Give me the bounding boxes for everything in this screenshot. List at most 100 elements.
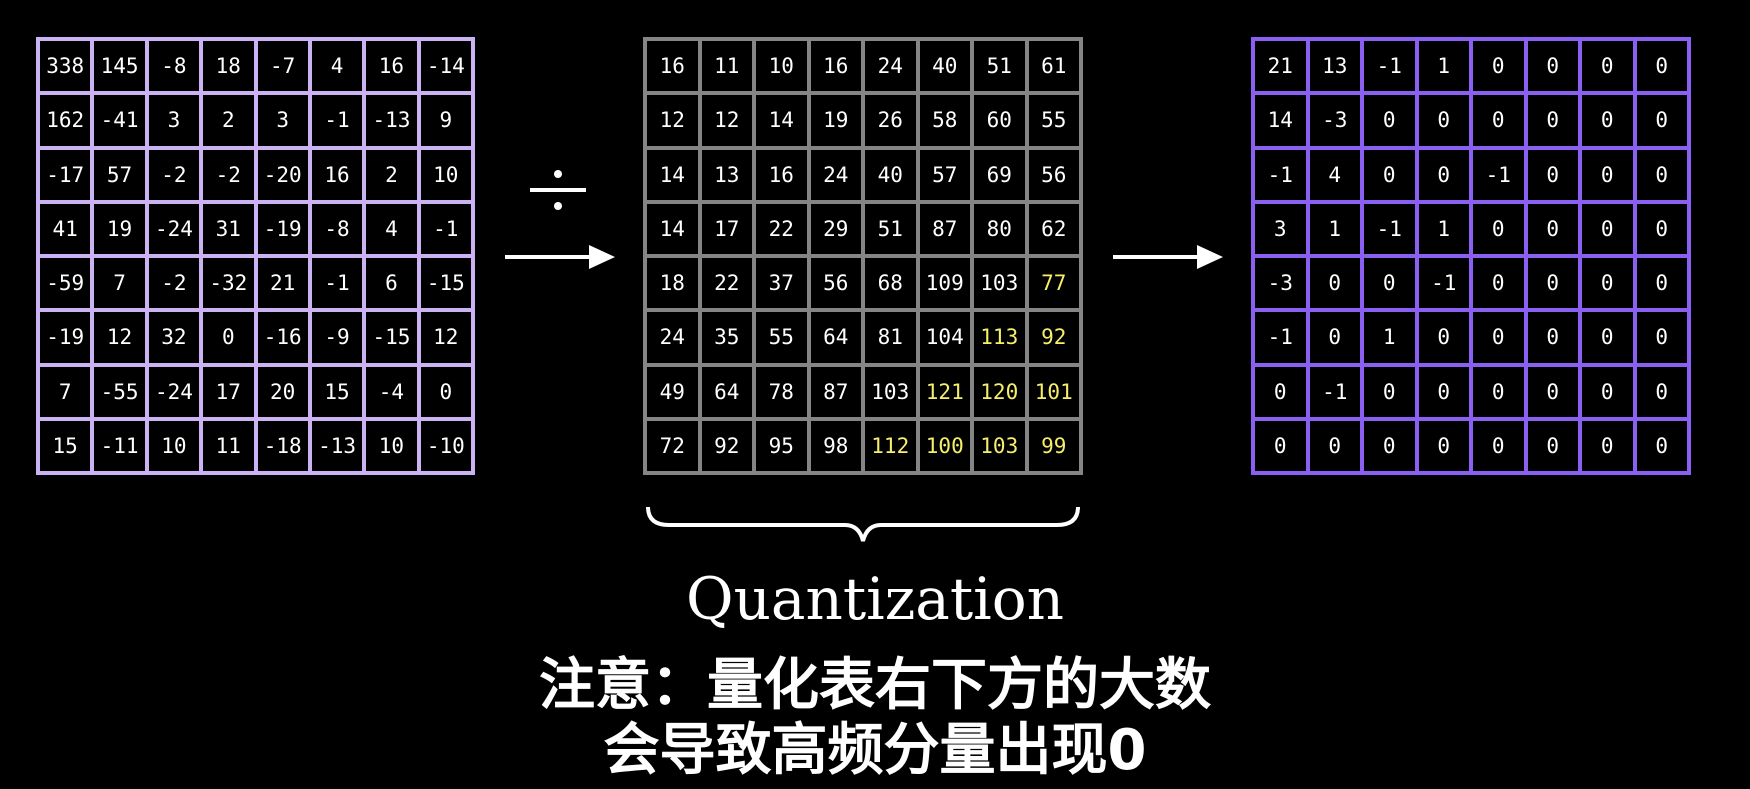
matrix-cell: 58 xyxy=(919,95,970,146)
matrix-cell: 112 xyxy=(865,420,916,471)
matrix-cell: -1 xyxy=(1364,203,1415,254)
matrix-cell: 120 xyxy=(974,366,1025,417)
matrix-cell: 0 xyxy=(420,366,471,417)
matrix-cell: 0 xyxy=(1582,420,1633,471)
matrix-cell: 51 xyxy=(865,203,916,254)
matrix-cell: 0 xyxy=(1636,366,1687,417)
matrix-cell: 0 xyxy=(1418,95,1469,146)
matrix-cell: 56 xyxy=(810,258,861,309)
matrix-cell: 35 xyxy=(701,312,752,363)
matrix-cell: 0 xyxy=(1582,258,1633,309)
matrix-cell: -24 xyxy=(148,203,200,254)
matrix-cell: 51 xyxy=(974,41,1025,92)
matrix-cell: 100 xyxy=(919,420,970,471)
matrix-cell: 17 xyxy=(701,203,752,254)
matrix-cell: 26 xyxy=(865,95,916,146)
matrix-cell: 0 xyxy=(1364,420,1415,471)
matrix-cell: 11 xyxy=(701,41,752,92)
matrix-cell: 0 xyxy=(1527,203,1578,254)
matrix-cell: 103 xyxy=(974,420,1025,471)
matrix-cell: 0 xyxy=(1527,41,1578,92)
matrix-cell: 0 xyxy=(1582,95,1633,146)
matrix-cell: 101 xyxy=(1028,366,1079,417)
matrix-cell: 12 xyxy=(420,312,471,363)
matrix-cell: 57 xyxy=(919,149,970,200)
matrix-cell: 10 xyxy=(148,420,200,471)
matrix-cell: 1 xyxy=(1309,203,1360,254)
matrix-cell: 0 xyxy=(1636,41,1687,92)
matrix-cell: 29 xyxy=(810,203,861,254)
matrix-cell: 0 xyxy=(1473,95,1524,146)
matrix-cell: -1 xyxy=(1255,149,1306,200)
matrix-cell: 14 xyxy=(756,95,807,146)
matrix-cell: 1 xyxy=(1364,312,1415,363)
matrix-cell: -13 xyxy=(366,95,417,146)
matrix-cell: 77 xyxy=(1028,258,1079,309)
matrix-cell: 32 xyxy=(148,312,200,363)
matrix-cell: 16 xyxy=(647,41,698,92)
matrix-cell: 40 xyxy=(919,41,970,92)
matrix-cell: 0 xyxy=(1636,312,1687,363)
matrix-cell: 0 xyxy=(1418,366,1469,417)
matrix-cell: 4 xyxy=(366,203,417,254)
matrix-cell: 13 xyxy=(701,149,752,200)
matrix-cell: -41 xyxy=(94,95,145,146)
matrix-cell: 0 xyxy=(1309,420,1360,471)
matrix-cell: 104 xyxy=(919,312,970,363)
matrix-cell: -3 xyxy=(1309,95,1360,146)
matrix-cell: 3 xyxy=(257,95,308,146)
matrix-cell: 62 xyxy=(1028,203,1079,254)
matrix-cell: 22 xyxy=(701,258,752,309)
divide-icon xyxy=(530,170,586,210)
matrix-cell: -55 xyxy=(94,366,145,417)
matrix-cell: 0 xyxy=(1309,312,1360,363)
matrix-cell: 64 xyxy=(701,366,752,417)
matrix-cell: 0 xyxy=(1636,149,1687,200)
matrix-cell: 95 xyxy=(756,420,807,471)
matrix-cell: -2 xyxy=(203,149,254,200)
subtitle-line-2: 会导致高频分量出现0 xyxy=(603,718,1147,783)
matrix-cell: 41 xyxy=(40,203,91,254)
matrix-cell: 0 xyxy=(1527,149,1578,200)
arrow-right-icon xyxy=(1113,245,1223,269)
matrix-cell: 40 xyxy=(865,149,916,200)
matrix-cell: -15 xyxy=(366,312,417,363)
matrix-cell: -13 xyxy=(311,420,363,471)
matrix-cell: -1 xyxy=(1309,366,1360,417)
matrix-cell: 37 xyxy=(756,258,807,309)
matrix-cell: 0 xyxy=(1582,149,1633,200)
matrix-cell: 0 xyxy=(1582,366,1633,417)
matrix-cell: 22 xyxy=(756,203,807,254)
matrix-cell: 0 xyxy=(1527,258,1578,309)
matrix-cell: -32 xyxy=(203,258,254,309)
matrix-cell: 10 xyxy=(420,149,471,200)
matrix-cell: 145 xyxy=(94,41,145,92)
matrix-cell: 0 xyxy=(1364,258,1415,309)
matrix-cell: 0 xyxy=(1418,149,1469,200)
matrix-cell: 68 xyxy=(865,258,916,309)
matrix-cell: 0 xyxy=(1582,203,1633,254)
matrix-cell: 0 xyxy=(1636,95,1687,146)
matrix-cell: 0 xyxy=(1418,312,1469,363)
matrix-cell: -59 xyxy=(40,258,91,309)
matrix-cell: -19 xyxy=(257,203,308,254)
matrix-cell: -18 xyxy=(257,420,308,471)
matrix-cell: -20 xyxy=(257,149,308,200)
matrix-cell: 12 xyxy=(701,95,752,146)
matrix-cell: 64 xyxy=(810,312,861,363)
matrix-cell: 0 xyxy=(1527,366,1578,417)
quantization-label: Quantization xyxy=(686,565,1064,633)
matrix-cell: 0 xyxy=(1636,258,1687,309)
arrow-right-icon xyxy=(505,245,615,269)
matrix-cell: 20 xyxy=(257,366,308,417)
matrix-cell: 80 xyxy=(974,203,1025,254)
matrix-cell: 3 xyxy=(148,95,200,146)
matrix-cell: -9 xyxy=(311,312,363,363)
matrix-cell: 18 xyxy=(203,41,254,92)
matrix-cell: 21 xyxy=(1255,41,1306,92)
matrix-cell: 10 xyxy=(756,41,807,92)
matrix-cell: 4 xyxy=(1309,149,1360,200)
matrix-cell: 0 xyxy=(1473,420,1524,471)
matrix-cell: 15 xyxy=(40,420,91,471)
